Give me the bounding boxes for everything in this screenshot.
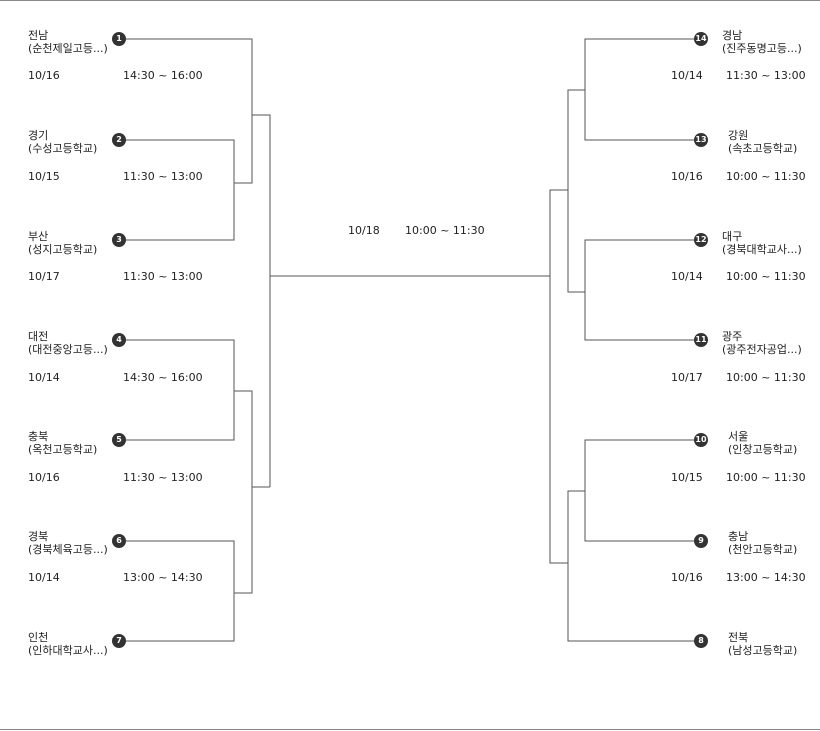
match-date: 10/16 [28,471,60,484]
team-right-13: 강원 (속초고등학교) [728,129,797,155]
match-date: 10/15 [671,471,703,484]
team-school: (남성고등학교) [728,644,798,657]
match-date: 10/15 [28,170,60,183]
team-region: 대전 [28,330,49,343]
team-right-9: 충남 (천안고등학교) [728,530,797,556]
team-right-11: 광주 (광주전자공업...) [722,330,802,356]
team-left-3: 부산 (성지고등학교) [28,230,97,256]
bracket-line-right-bottom-join [567,490,701,642]
match-time: 13:00 ~ 14:30 [123,571,203,584]
match-time: 14:30 ~ 16:00 [123,69,203,82]
team-school: (속초고등학교) [728,142,798,155]
match-time: 10:00 ~ 11:30 [726,471,806,484]
seed-badge: 5 [112,433,126,447]
match-date: 10/14 [28,571,60,584]
seed-badge: 10 [694,433,708,447]
seed-badge: 3 [112,233,126,247]
team-region: 대구 [722,230,743,243]
match-time: 10:00 ~ 11:30 [726,270,806,283]
team-school: (광주전자공업...) [722,343,802,356]
team-region: 경남 [722,29,743,42]
team-school: (경북대학교사...) [722,243,802,256]
match-time: 11:30 ~ 13:00 [726,69,806,82]
seed-badge: 14 [694,32,708,46]
team-school: (진주동명고등...) [722,42,802,55]
team-region: 충북 [28,430,49,443]
match-time: 14:30 ~ 16:00 [123,371,203,384]
team-left-7: 인천 (인하대학교사...) [28,631,108,657]
team-school: (수성고등학교) [28,142,98,155]
team-right-12: 대구 (경북대학교사...) [722,230,802,256]
seed-badge: 12 [694,233,708,247]
bottom-border [0,729,820,730]
team-left-4: 대전 (대전중앙고등...) [28,330,108,356]
seed-badge: 7 [112,634,126,648]
team-school: (인창고등학교) [728,443,798,456]
seed-badge: 9 [694,534,708,548]
team-region: 전남 [28,29,49,42]
top-border [0,0,820,1]
bracket-line-right-10-9 [584,439,701,542]
bracket-line-left-1 [119,38,253,184]
team-school: (경북체육고등...) [28,543,108,556]
seed-badge: 13 [694,133,708,147]
team-region: 서울 [728,430,749,443]
team-region: 광주 [722,330,743,343]
match-time: 10:00 ~ 11:30 [726,371,806,384]
seed-badge: 6 [112,534,126,548]
bracket-line-right-14-13 [584,38,701,141]
bracket-line-left-2-3 [119,139,235,241]
team-school: (순천제일고등...) [28,42,108,55]
team-right-14: 경남 (진주동명고등...) [722,29,802,55]
team-region: 충남 [728,530,749,543]
bracket-line-right-spine [549,189,568,564]
team-region: 부산 [28,230,49,243]
match-date: 10/14 [671,270,703,283]
bracket-line-right-12-11 [584,239,701,341]
bracket-line-left-6-7 [119,540,235,642]
bracket-line-left-bottom-join [234,390,253,594]
match-time: 11:30 ~ 13:00 [123,170,203,183]
seed-badge: 1 [112,32,126,46]
match-date: 10/14 [671,69,703,82]
team-school: (인하대학교사...) [28,644,108,657]
match-date: 10/16 [671,170,703,183]
team-left-2: 경기 (수성고등학교) [28,129,97,155]
bracket-line-left-top-join [252,114,271,487]
team-left-5: 충북 (옥천고등학교) [28,430,97,456]
team-region: 경북 [28,530,49,543]
match-time: 11:30 ~ 13:00 [123,270,203,283]
match-date: 10/17 [28,270,60,283]
match-date: 10/14 [28,371,60,384]
final-date: 10/18 [348,224,380,237]
match-time: 10:00 ~ 11:30 [726,170,806,183]
match-date: 10/16 [671,571,703,584]
team-region: 경기 [28,129,49,142]
final-time: 10:00 ~ 11:30 [405,224,485,237]
team-region: 인천 [28,631,49,644]
seed-badge: 4 [112,333,126,347]
match-date: 10/17 [671,371,703,384]
team-region: 전북 [728,631,749,644]
match-time: 11:30 ~ 13:00 [123,471,203,484]
team-school: (성지고등학교) [28,243,98,256]
team-school: (옥천고등학교) [28,443,98,456]
team-school: (대전중앙고등...) [28,343,108,356]
seed-badge: 2 [112,133,126,147]
bracket-line-left-4-5 [119,339,235,441]
match-date: 10/16 [28,69,60,82]
team-right-10: 서울 (인창고등학교) [728,430,797,456]
match-time: 13:00 ~ 14:30 [726,571,806,584]
team-left-1: 전남 (순천제일고등...) [28,29,108,55]
team-left-6: 경북 (경북체육고등...) [28,530,108,556]
team-region: 강원 [728,129,749,142]
team-right-8: 전북 (남성고등학교) [728,631,797,657]
seed-badge: 8 [694,634,708,648]
bracket-line-right-top-join [567,89,585,293]
seed-badge: 11 [694,333,708,347]
team-school: (천안고등학교) [728,543,798,556]
